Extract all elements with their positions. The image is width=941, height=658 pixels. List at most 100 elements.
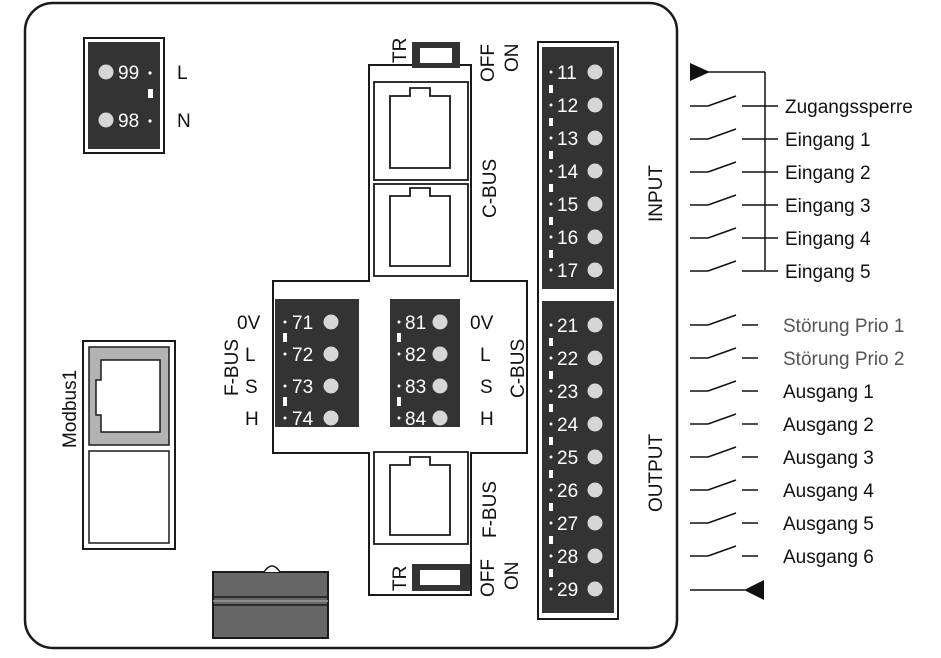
input-signal-label: Eingang 2 <box>785 163 871 184</box>
input-signal-label: Eingang 1 <box>785 130 871 151</box>
c-bus-label-top: C-BUS <box>480 159 501 218</box>
input-pin-label: 17 <box>557 261 578 282</box>
c-bus-label-0v: 0V <box>470 313 494 334</box>
c-bus-label-s: S <box>480 377 493 398</box>
output-pin-label: 22 <box>557 349 578 370</box>
output-pin-label: 26 <box>557 481 578 502</box>
output-signal-label: Störung Prio 2 <box>783 349 904 370</box>
output-pin-label: 27 <box>557 514 578 535</box>
output-pin-26: 26 <box>549 481 603 511</box>
input-switch-2 <box>690 128 765 140</box>
tr-switch-top <box>412 42 460 68</box>
modbus-port <box>82 340 176 550</box>
output-signal-label: Ausgang 3 <box>783 448 874 469</box>
output-pin-label: 21 <box>557 316 578 337</box>
output-switch-5 <box>690 446 758 458</box>
output-signal-label: Störung Prio 1 <box>783 316 904 337</box>
power-terminal-block: 99 98 <box>83 37 165 154</box>
power-pin-98: 98 <box>98 111 152 132</box>
input-title: INPUT <box>646 165 667 222</box>
on-label-bottom: ON <box>502 562 523 591</box>
f-bus-label-bottom: F-BUS <box>480 481 501 538</box>
f-bus-block-title: F-BUS <box>222 339 243 396</box>
input-pin-label: 14 <box>557 162 579 183</box>
output-title: OUTPUT <box>646 434 667 513</box>
f-bus-pin-label: 71 <box>292 313 313 334</box>
output-switch-3 <box>690 380 758 392</box>
input-pin-16: 16 <box>549 228 603 258</box>
f-bus-pin-label: 73 <box>292 377 313 398</box>
output-pin-23: 23 <box>549 382 603 412</box>
input-pin-label: 16 <box>557 228 578 249</box>
c-bus-pin-81: 81 <box>397 313 448 334</box>
output-signal-label: Ausgang 1 <box>783 382 874 403</box>
input-switch-1 <box>690 95 765 107</box>
c-bus-pin-83: 83 <box>397 377 448 398</box>
input-pin-13: 13 <box>549 129 603 159</box>
input-signal-label: Zugangssperre <box>785 97 913 118</box>
f-bus-pin-73: 73 <box>283 377 339 398</box>
off-label-top: OFF <box>478 44 499 82</box>
off-label-bottom: OFF <box>478 559 499 597</box>
output-pin-label: 23 <box>557 382 578 403</box>
tr-label-top: TR <box>390 38 411 63</box>
input-signal-label: Eingang 3 <box>785 196 871 217</box>
c-bus-pin-label: 82 <box>405 345 426 366</box>
power-label-n: N <box>177 111 191 132</box>
input-pin-14: 14 <box>549 162 603 192</box>
f-bus-label-s: S <box>245 377 258 398</box>
f-bus-label-l: L <box>245 345 256 366</box>
c-bus-terminal-block: 81 82 83 84 <box>390 299 460 430</box>
output-pin-label: 29 <box>557 580 578 601</box>
external-wiring <box>690 63 778 600</box>
f-bus-pin-label: 72 <box>292 345 313 366</box>
output-pin-29: 29 <box>549 580 603 601</box>
input-switch-4 <box>690 194 765 206</box>
f-bus-pin-label: 74 <box>292 409 314 430</box>
output-switch-4 <box>690 413 758 425</box>
f-bus-label-0v: 0V <box>237 313 261 334</box>
c-bus-port-1 <box>373 81 469 181</box>
output-switches <box>690 314 758 557</box>
input-signal-label: Eingang 4 <box>785 229 871 250</box>
input-pin-label: 11 <box>557 63 577 84</box>
output-pin-28: 28 <box>549 547 603 577</box>
output-signal-label: Ausgang 5 <box>783 514 874 535</box>
output-pin-21: 21 <box>549 316 603 346</box>
output-signal-label: Ausgang 2 <box>783 415 874 436</box>
input-pins: 11 12 13 14 15 16 17 <box>549 63 603 282</box>
power-pin-99: 99 <box>98 63 152 84</box>
input-switch-5 <box>690 227 765 239</box>
output-pin-25: 25 <box>549 448 603 478</box>
power-label-l: L <box>177 63 188 84</box>
input-pin-15: 15 <box>549 195 603 225</box>
output-pin-label: 28 <box>557 547 578 568</box>
c-bus-pin-84: 84 <box>397 409 448 430</box>
input-switch-6 <box>690 260 765 272</box>
input-pin-label: 12 <box>557 96 578 117</box>
c-bus-pin-label: 81 <box>405 313 426 334</box>
input-switches <box>690 95 778 272</box>
modbus-label: Modbus1 <box>60 370 81 448</box>
output-switch-2 <box>690 347 758 359</box>
output-switch-1 <box>690 314 758 326</box>
output-signal-label: Ausgang 6 <box>783 547 874 568</box>
output-pin-24: 24 <box>549 415 603 445</box>
output-arrow-icon <box>744 580 764 600</box>
c-bus-block-title: C-BUS <box>508 339 529 398</box>
input-switch-3 <box>690 161 765 173</box>
f-bus-pin-74: 74 <box>283 409 339 430</box>
output-signal-label: Ausgang 4 <box>783 481 874 502</box>
output-switch-6 <box>690 479 758 491</box>
c-bus-pin-82: 82 <box>397 345 448 366</box>
c-bus-pin-label: 84 <box>405 409 427 430</box>
output-switch-8 <box>690 545 758 557</box>
c-bus-label-l: L <box>480 345 491 366</box>
c-bus-port-2 <box>373 183 469 277</box>
output-pin-27: 27 <box>549 514 603 544</box>
c-bus-label-h: H <box>480 409 494 430</box>
